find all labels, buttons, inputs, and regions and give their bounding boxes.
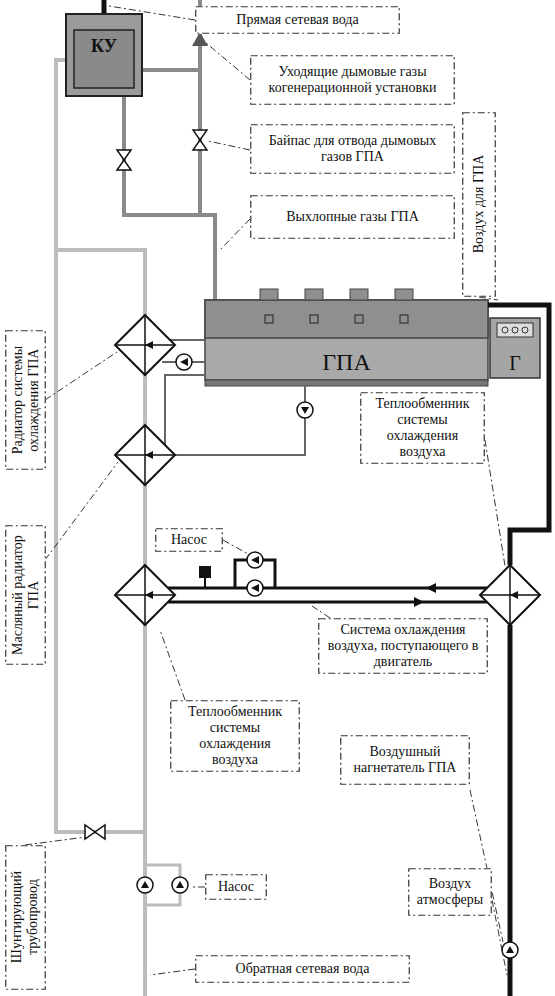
expansion-tank <box>199 566 211 578</box>
callout-text: Уходящие дымовые газы когенерационной ус… <box>256 64 449 96</box>
callout-box: Насос <box>205 874 267 900</box>
callout-box: Воздух атмосферы <box>408 868 492 916</box>
callout-border <box>196 7 400 34</box>
generator-box: Г <box>490 318 540 378</box>
callout-box: Воздух для ГПА <box>462 112 496 297</box>
callout-border <box>171 701 300 772</box>
callout-border <box>251 125 455 174</box>
engine-cooling-pipes <box>162 340 305 455</box>
flow-arrow <box>414 597 424 607</box>
callout-text: Обратная сетевая вода <box>236 961 370 977</box>
callout-box: Байпас для отвода дымовых газов ГПА <box>250 124 455 174</box>
callout-text: Масляный радиатор ГПА <box>9 529 41 661</box>
callout-border <box>409 869 492 916</box>
callout-border <box>156 529 223 552</box>
callout-border <box>319 619 488 674</box>
callout-border <box>341 736 470 785</box>
callout-text: Воздушный нагнетатель ГПА <box>346 744 464 776</box>
callout-box: Уходящие дымовые газы когенерационной ус… <box>250 55 455 105</box>
intermediate-circuit-pipes <box>168 560 487 602</box>
air-pipe <box>488 305 549 996</box>
callout-box: Система охлаждения воздуха, поступающего… <box>318 618 488 674</box>
leader-lines <box>25 6 507 975</box>
callout-box: Обратная сетевая вода <box>195 955 410 983</box>
flow-arrow <box>192 32 208 46</box>
callout-text: Насос <box>171 532 207 548</box>
callout-box: Масляный радиатор ГПА <box>5 525 46 665</box>
callout-text: Байпас для отвода дымовых газов ГПА <box>256 133 449 165</box>
equipment-label: Г <box>509 352 521 375</box>
callout-border <box>196 956 410 983</box>
callout-box: Радиатор системы охлаждения ГПА <box>5 330 46 470</box>
boiler-box: КУ <box>66 14 142 96</box>
callout-box: Шунтирующий трубопровод <box>5 845 46 990</box>
callout-border <box>6 526 46 665</box>
callout-text: Радиатор системы охлаждения ГПА <box>9 334 41 466</box>
supply-water-pipe <box>102 0 107 14</box>
callout-text: Воздух для ГПА <box>471 116 487 293</box>
engine-illustration <box>205 289 488 386</box>
callout-border <box>463 113 496 297</box>
pump-symbol <box>137 354 518 958</box>
callout-box: Теплообменник системы охлаждения воздуха <box>170 700 300 772</box>
heat-exchanger-symbol <box>115 315 540 625</box>
callout-text: Теплообменник системы охлаждения воздуха <box>176 704 294 768</box>
callout-border <box>6 331 46 470</box>
callout-border <box>251 196 455 239</box>
callout-text: Шунтирующий трубопровод <box>9 849 41 986</box>
callout-text: Выхлопные газы ГПА <box>286 209 419 225</box>
equipment-label: ГПА <box>322 349 371 377</box>
callout-box: Насос <box>155 528 223 552</box>
callout-box: Выхлопные газы ГПА <box>250 195 455 239</box>
callout-border <box>6 846 46 990</box>
callout-border <box>251 56 455 105</box>
callout-box: Воздушный нагнетатель ГПА <box>340 735 470 785</box>
callout-text: Система охлаждения воздуха, поступающего… <box>324 622 482 670</box>
callout-text: Воздух атмосферы <box>414 876 486 908</box>
callout-text: Прямая сетевая вода <box>236 12 358 28</box>
callout-border <box>361 393 485 464</box>
callout-border <box>206 875 267 900</box>
equipment-label: КУ <box>91 36 117 57</box>
callout-text: Теплообменник системы охлаждения воздуха <box>366 396 479 460</box>
flue-gas-pipes <box>142 0 200 215</box>
flow-arrow <box>426 583 436 593</box>
callout-box: Прямая сетевая вода <box>195 6 400 34</box>
callout-text: Насос <box>218 879 254 895</box>
generator-illustration <box>490 318 540 378</box>
engine-box: ГПА <box>205 300 488 385</box>
callout-box: Теплообменник системы охлаждения воздуха <box>360 392 485 464</box>
boiler-illustration <box>66 14 142 96</box>
